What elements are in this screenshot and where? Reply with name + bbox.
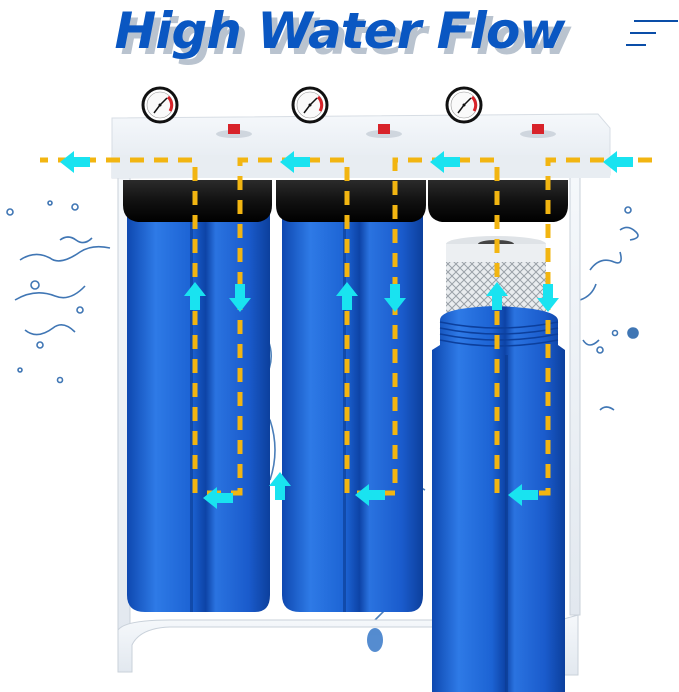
arrow-left-icon — [60, 151, 90, 173]
water-splash-right — [579, 206, 639, 411]
title-shadow: High Water Flow — [120, 8, 572, 66]
page-title: High Water Flow — [114, 2, 566, 60]
water-splash-left — [6, 200, 111, 384]
gauge-icon — [291, 86, 329, 124]
filter-housing-2 — [276, 180, 426, 612]
filter-housing-1 — [123, 180, 272, 612]
decorative-lines-icon — [626, 18, 678, 48]
gauge-icon — [445, 86, 483, 124]
top-bracket-plate — [111, 113, 611, 179]
gauge-icon — [141, 86, 179, 124]
